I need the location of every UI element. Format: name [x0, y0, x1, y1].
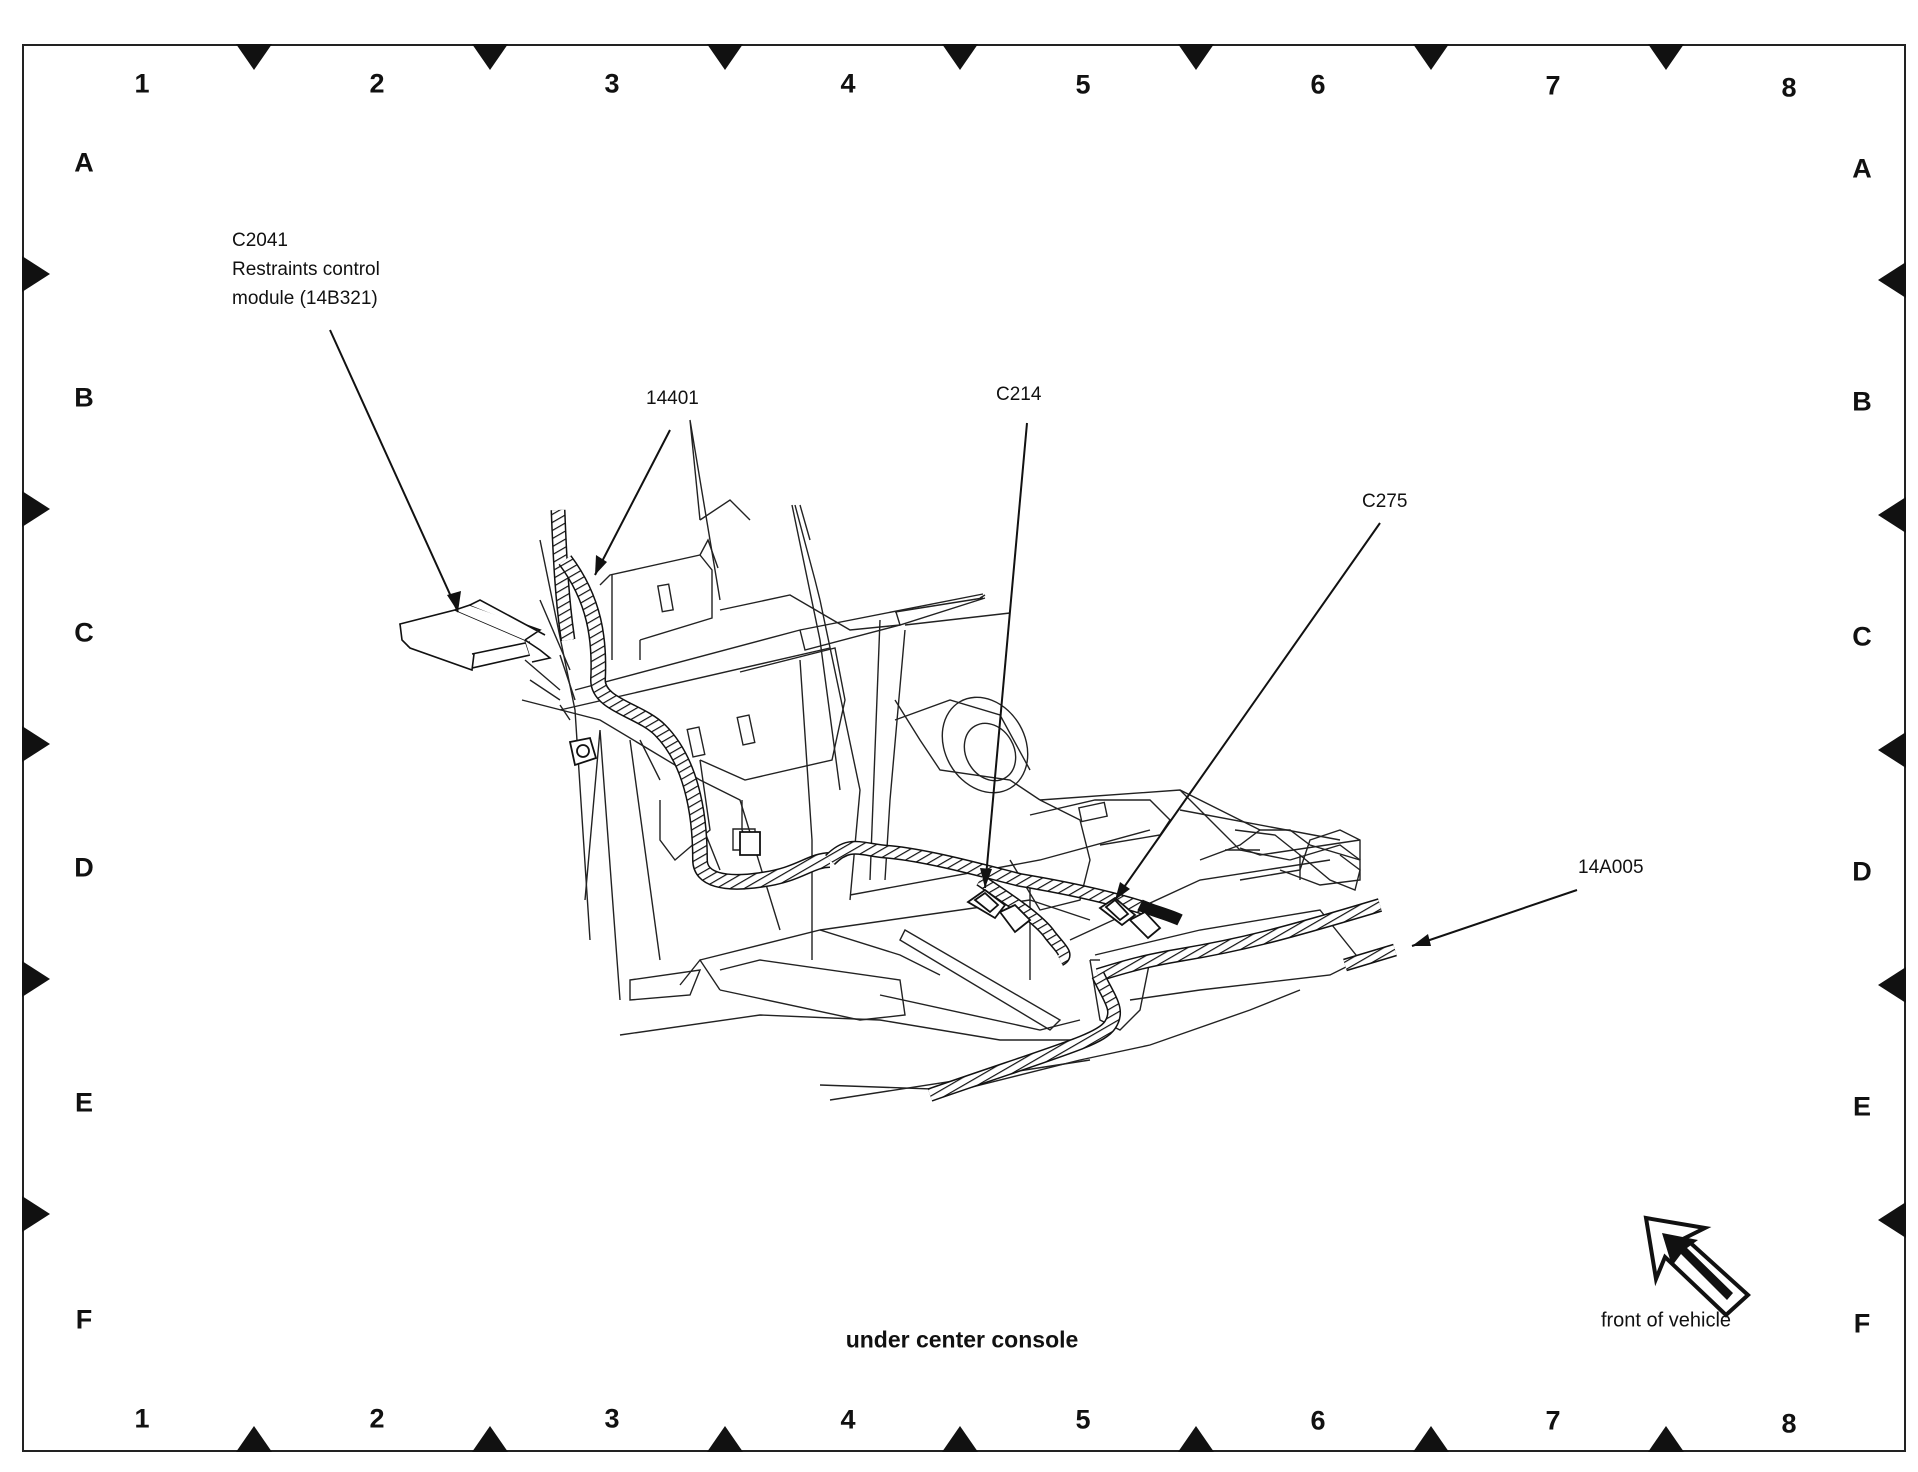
- col-label-5-bottom: 5: [1075, 1404, 1091, 1435]
- col-label-7-top: 7: [1545, 70, 1561, 101]
- callout-rcm: C2041 Restraints control module (14B321): [232, 226, 380, 313]
- callout-14401: 14401: [646, 388, 699, 409]
- restraints-control-module: [398, 599, 552, 672]
- row-label-b-left: B: [74, 382, 94, 413]
- col-label-7-bottom: 7: [1545, 1405, 1561, 1436]
- row-label-b-right: B: [1852, 386, 1872, 417]
- row-label-a-left: A: [74, 147, 94, 178]
- leader-lines: [329, 329, 1578, 947]
- row-label-e-left: E: [74, 1087, 94, 1118]
- row-label-f-left: F: [75, 1304, 93, 1335]
- callout-14a005: 14A005: [1578, 857, 1644, 878]
- diagram-caption: under center console: [845, 1326, 1079, 1353]
- row-label-c-right: C: [1852, 621, 1872, 652]
- col-label-4-bottom: 4: [840, 1404, 856, 1435]
- front-of-vehicle-arrow: [1643, 1215, 1751, 1318]
- leader-arrowheads: [447, 555, 1431, 946]
- row-label-d-left: D: [74, 852, 94, 883]
- col-label-1-top: 1: [134, 68, 150, 99]
- col-label-6-bottom: 6: [1310, 1405, 1326, 1436]
- harness-14a005: [927, 898, 1397, 1102]
- callout-c275: C275: [1362, 491, 1408, 512]
- grid-markers: [22, 44, 1906, 1452]
- col-label-8-bottom: 8: [1781, 1408, 1797, 1439]
- callout-rcm-line2: module (14B321): [232, 288, 378, 309]
- callout-c214: C214: [996, 384, 1042, 405]
- col-label-6-top: 6: [1310, 69, 1326, 100]
- col-label-3-top: 3: [604, 68, 620, 99]
- row-label-e-right: E: [1852, 1091, 1872, 1122]
- row-label-c-left: C: [74, 617, 94, 648]
- connectors: [568, 736, 1162, 940]
- harness-14401: [550, 509, 1183, 966]
- col-label-5-top: 5: [1075, 69, 1091, 100]
- col-label-3-bottom: 3: [604, 1403, 620, 1434]
- row-label-a-right: A: [1852, 153, 1872, 184]
- col-label-2-bottom: 2: [369, 1403, 385, 1434]
- col-label-4-top: 4: [840, 68, 856, 99]
- callout-rcm-line1: Restraints control: [232, 259, 380, 280]
- col-label-2-top: 2: [369, 68, 385, 99]
- callout-c2041: C2041: [232, 230, 288, 251]
- body-structure: [521, 419, 1362, 1101]
- col-label-8-top: 8: [1781, 72, 1797, 103]
- front-of-vehicle-label: front of vehicle: [1600, 1309, 1732, 1332]
- col-label-1-bottom: 1: [134, 1403, 150, 1434]
- row-label-d-right: D: [1852, 856, 1872, 887]
- row-label-f-right: F: [1853, 1308, 1871, 1339]
